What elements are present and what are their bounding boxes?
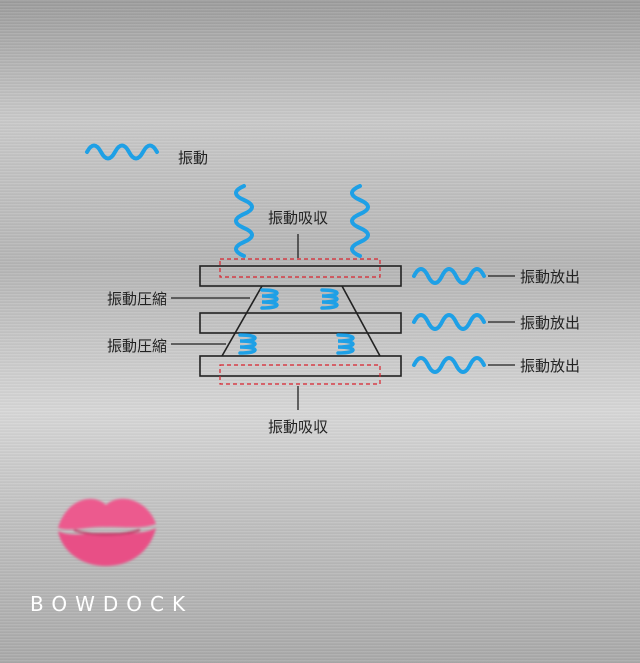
compress-label-1: 振動圧縮 <box>107 290 167 308</box>
absorb-top-label: 振動吸収 <box>268 209 328 227</box>
compression-side-left <box>221 285 263 357</box>
release-label-3: 振動放出 <box>520 357 580 375</box>
brand-name: BOWDOCK <box>30 592 194 616</box>
spring-lower-left-icon <box>238 333 257 355</box>
release-wave-1-icon <box>412 267 486 285</box>
compression-side-right <box>341 285 381 357</box>
spring-upper-left-icon <box>260 288 279 310</box>
absorb-wave-right-icon <box>350 184 370 258</box>
release-label-1: 振動放出 <box>520 268 580 286</box>
spring-lower-right-icon <box>336 333 355 355</box>
release-label-2: 振動放出 <box>520 314 580 332</box>
layer-top <box>199 265 402 287</box>
layer-middle <box>199 312 402 334</box>
spring-upper-right-icon <box>320 288 339 310</box>
layer-bottom <box>199 355 402 377</box>
absorb-zone-top <box>219 258 381 278</box>
lips-logo-icon <box>58 498 156 566</box>
legend-wave-icon <box>85 143 159 161</box>
legend-label: 振動 <box>178 149 208 167</box>
absorb-bottom-label: 振動吸収 <box>268 418 328 436</box>
release-wave-2-icon <box>412 313 486 331</box>
release-wave-3-icon <box>412 356 486 374</box>
compress-label-2: 振動圧縮 <box>107 337 167 355</box>
absorb-zone-bottom <box>219 364 381 385</box>
absorb-wave-left-icon <box>234 184 254 258</box>
legend: 振動 <box>85 143 208 167</box>
